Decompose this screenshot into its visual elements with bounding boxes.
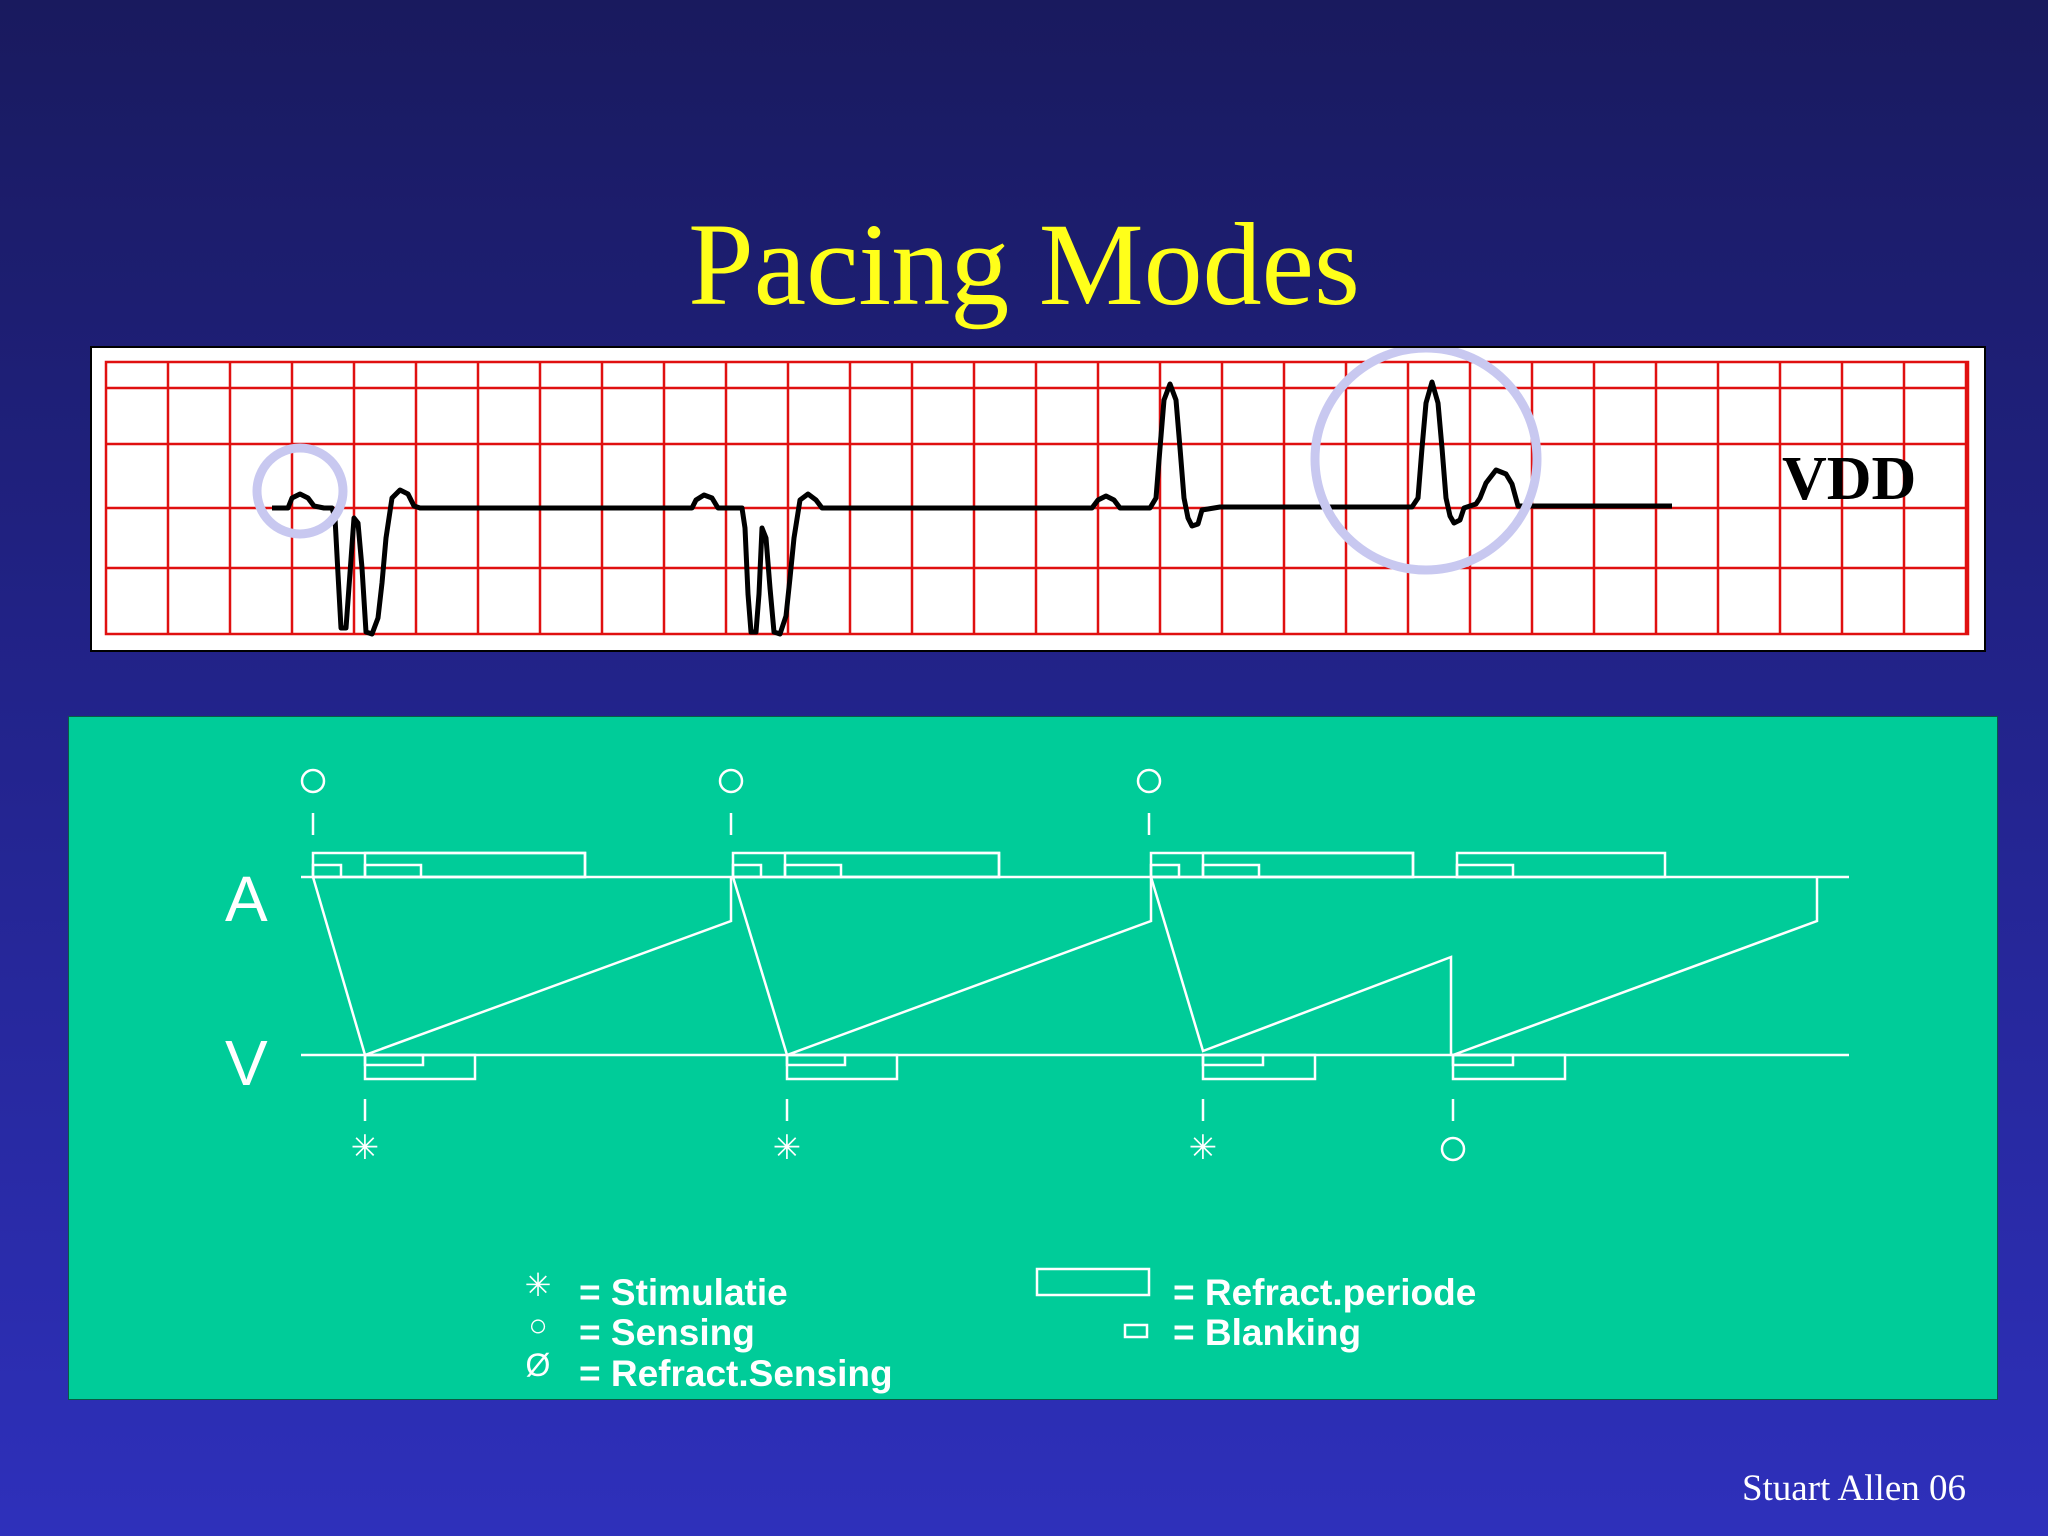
timing-diagram: ✳ ✳ ✳ bbox=[68, 716, 1998, 1400]
sensing-legend-icon: ○ bbox=[528, 1307, 548, 1343]
cycle-3: ✳ bbox=[1136, 768, 1453, 1168]
ventricular-blanking bbox=[363, 1053, 425, 1067]
escape-interval bbox=[731, 876, 1153, 1057]
atrial-blanking bbox=[1149, 863, 1181, 879]
atrial-sense-mark bbox=[718, 768, 744, 794]
atrial-sense-mark bbox=[300, 768, 326, 794]
ventricular-stim-mark: ✳ bbox=[351, 1128, 380, 1168]
ventricular-refractory bbox=[1451, 1053, 1567, 1081]
ecg-svg bbox=[104, 348, 1970, 637]
legend-refractory-box bbox=[1035, 1267, 1151, 1297]
escape-interval bbox=[1452, 877, 1819, 1057]
mode-label: VDD bbox=[1782, 445, 1917, 513]
ventricular-blanking bbox=[1201, 1053, 1265, 1067]
escape-interval bbox=[1149, 876, 1453, 1055]
stimulation-legend-icon: ✳ bbox=[524, 1267, 552, 1303]
ventricular-sense-highlight bbox=[1310, 348, 1542, 575]
legend-blanking: = Blanking bbox=[1173, 1312, 1362, 1353]
atrial-blanking bbox=[311, 863, 343, 879]
atrial-blanking bbox=[1201, 863, 1261, 879]
atrial-channel-label: A bbox=[225, 863, 268, 935]
cycle-4 bbox=[1440, 851, 1819, 1162]
legend-blanking-box bbox=[1123, 1323, 1149, 1339]
ecg-grid bbox=[104, 360, 1970, 636]
legend-sensing: = Sensing bbox=[579, 1312, 755, 1353]
atrial-blanking bbox=[783, 863, 843, 879]
ventricular-sense-mark bbox=[1440, 1136, 1466, 1162]
ventricular-stim-mark: ✳ bbox=[773, 1128, 802, 1168]
atrial-refractory bbox=[731, 851, 1001, 879]
page-title: Pacing Modes bbox=[688, 199, 1360, 330]
legend-stimulation: = Stimulatie bbox=[579, 1272, 788, 1313]
atrial-blanking bbox=[1455, 863, 1515, 879]
atrial-blanking bbox=[363, 863, 423, 879]
atrial-blanking bbox=[731, 863, 763, 879]
atrial-refractory bbox=[1149, 851, 1415, 879]
refract-sensing-legend-icon: Ø bbox=[525, 1347, 551, 1383]
cycle-2: ✳ bbox=[718, 768, 1153, 1168]
ventricular-refractory bbox=[1201, 1053, 1317, 1081]
ventricular-refractory bbox=[363, 1053, 477, 1081]
cycle-1: ✳ bbox=[300, 768, 733, 1168]
ecg-strip: VDD bbox=[90, 346, 1986, 652]
ventricular-refractory bbox=[785, 1053, 899, 1081]
ecg-trace bbox=[272, 379, 1672, 637]
atrial-refractory bbox=[311, 851, 587, 879]
ventricular-stim-mark: ✳ bbox=[1189, 1128, 1218, 1168]
ventricular-channel-label: V bbox=[225, 1027, 268, 1099]
timing-svg: ✳ ✳ ✳ bbox=[300, 768, 1849, 1339]
escape-interval bbox=[311, 876, 733, 1057]
legend-refract-periode: = Refract.periode bbox=[1173, 1272, 1477, 1313]
atrial-sense-highlight bbox=[252, 443, 348, 539]
ventricular-blanking bbox=[1451, 1053, 1515, 1067]
atrial-sense-mark bbox=[1136, 768, 1162, 794]
footer-credit: Stuart Allen 06 bbox=[1741, 1468, 1966, 1509]
ventricular-blanking bbox=[785, 1053, 847, 1067]
legend-refract-sensing: = Refract.Sensing bbox=[579, 1353, 893, 1394]
